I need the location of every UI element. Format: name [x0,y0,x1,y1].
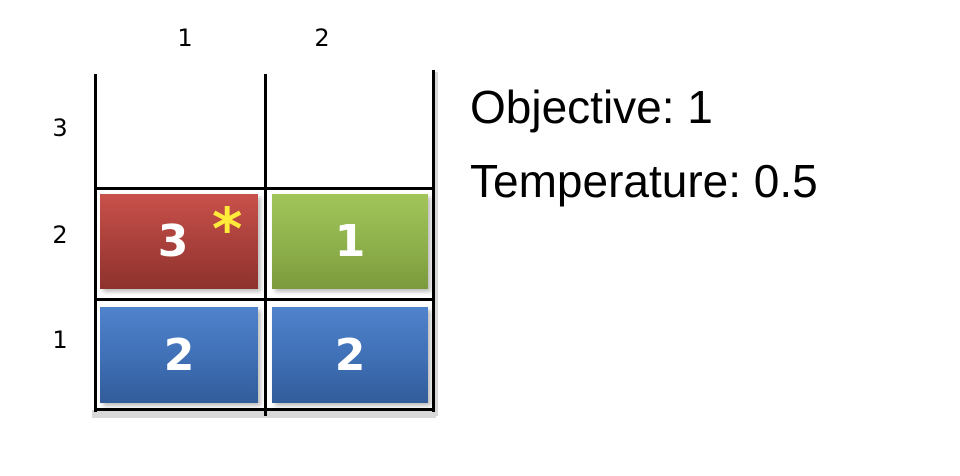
row-label-3: 3 [52,114,68,142]
grid-line-row-2-1 [94,298,435,301]
grid-line-middle [264,74,267,416]
tile-row2-col2: 1 [272,194,428,289]
star-marker-icon: * [212,195,243,263]
row-label-2: 2 [52,221,68,249]
tile-value: 3 [157,216,189,267]
row-label-1: 1 [52,326,68,354]
grid-line-bottom [94,408,435,411]
grid-line-right [432,70,435,412]
grid-line-row-3-2 [94,187,435,190]
tile-value: 2 [163,329,195,381]
tile-value: 2 [334,329,366,381]
tile-row1-col1: 2 [100,307,258,403]
tile-row2-col1: 3 [100,194,258,289]
grid-shadow-right [432,72,438,416]
column-label-2: 2 [314,24,330,52]
tile-value: 1 [334,216,366,267]
grid-line-left [94,74,97,412]
tile-row1-col2: 2 [272,307,428,403]
temperature-text: Temperature: 0.5 [470,155,818,207]
objective-text: Objective: 1 [470,81,713,133]
column-label-1: 1 [177,24,193,52]
